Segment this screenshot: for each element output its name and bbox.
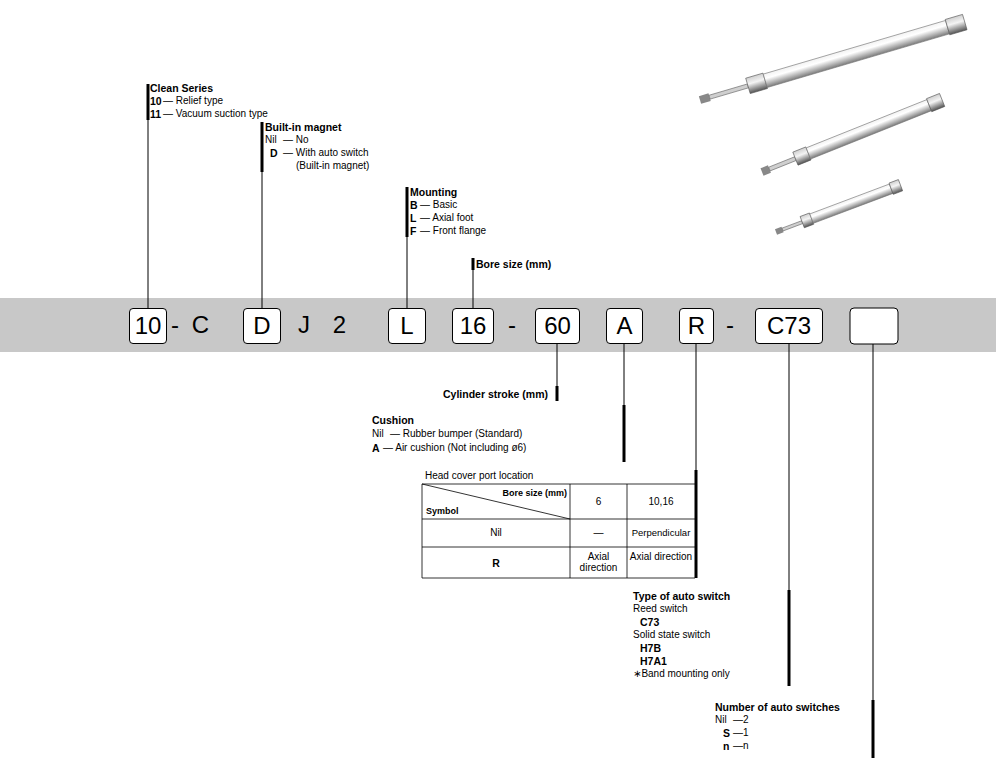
callout-title: Mounting (410, 186, 457, 198)
code-box: 16 (452, 308, 494, 344)
code-value: C73 (767, 311, 811, 341)
option-text: Solid state switch (633, 629, 710, 641)
code-box: 60 (535, 308, 580, 344)
option-code: A (372, 442, 380, 454)
option-code: L (410, 212, 416, 224)
code-value: 60 (544, 311, 571, 341)
option-code: 10 (150, 95, 162, 107)
callout-title: Built-in magnet (265, 121, 341, 133)
callout-title: Number of auto switches (715, 701, 840, 713)
table-cell: Cylinder stroke (mm) (400, 388, 548, 400)
table-cell: Axial direction (628, 551, 694, 562)
code-box: C73 (755, 308, 823, 344)
code-box: A (606, 308, 643, 344)
option-text: —1 (733, 727, 749, 739)
option-text: Nil (715, 714, 727, 726)
option-text: Head cover port location (425, 470, 533, 482)
code-value: R (688, 311, 705, 341)
option-text: ∗Band mounting only (633, 668, 730, 680)
cylinder-illustration (759, 93, 944, 178)
table-cell: Nil (422, 527, 570, 539)
option-code: S (723, 727, 730, 739)
option-text: — Front flange (420, 225, 486, 237)
code-box: D (243, 308, 281, 344)
order-band (0, 298, 996, 352)
separator-text: - (508, 310, 516, 340)
table-cell: R (422, 557, 570, 569)
separator-text: - C (171, 310, 209, 340)
option-text: Reed switch (633, 603, 687, 615)
option-text: —n (733, 740, 749, 752)
table-cell: — (570, 527, 627, 539)
option-code: 11 (150, 108, 161, 120)
callout-title: Clean Series (150, 82, 213, 94)
table-cell: Bore size (mm) (470, 487, 567, 499)
cylinder-illustration (774, 180, 903, 238)
code-value: 10 (135, 311, 162, 341)
option-text: —2 (733, 714, 749, 726)
code-value: A (616, 311, 632, 341)
option-code: H7B (640, 642, 661, 654)
code-box: 10 (129, 308, 168, 344)
option-text: — Air cushion (Not including ø6) (383, 442, 526, 454)
option-code: F (410, 225, 416, 237)
table-cell: 10,16 (627, 496, 695, 508)
table-cell: Perpendicular (627, 527, 695, 539)
option-text: — Basic (420, 199, 457, 211)
option-code: H7A1 (640, 655, 667, 667)
option-text: — Vacuum suction type (163, 108, 268, 120)
callout-title: Cushion (372, 414, 414, 426)
code-value: L (400, 311, 413, 341)
option-code: B (410, 199, 418, 211)
option-code: C73 (640, 616, 659, 628)
option-code: n (723, 740, 729, 752)
code-value: 16 (460, 311, 487, 341)
option-text: (Built-in magnet) (296, 160, 369, 172)
port-table (422, 484, 695, 578)
order-band: 10 D L 16 60 A R C73 - C J 2 - - (0, 298, 996, 352)
option-text: Nil (372, 428, 384, 440)
empty-box (850, 308, 898, 344)
separator-text: - (726, 310, 734, 340)
option-code: D (270, 147, 278, 159)
code-value: D (253, 311, 270, 341)
option-text: — Axial foot (420, 212, 473, 224)
option-text: — With auto switch (283, 147, 369, 159)
option-text: — Relief type (163, 95, 223, 107)
table-cell: Axial direction (571, 551, 626, 573)
code-box: L (388, 308, 426, 344)
option-text: Nil (265, 134, 277, 146)
callout-title: Symbol (426, 505, 459, 517)
option-text: — No (283, 134, 309, 146)
code-box: R (679, 308, 714, 344)
leader-lines (148, 84, 873, 758)
separator-text: J 2 (298, 310, 346, 340)
cylinder-illustration (698, 14, 967, 107)
callout-title: Bore size (mm) (476, 258, 551, 270)
option-text: — Rubber bumper (Standard) (390, 428, 522, 440)
callout-title: Type of auto switch (633, 590, 730, 602)
table-cell: 6 (570, 496, 627, 508)
